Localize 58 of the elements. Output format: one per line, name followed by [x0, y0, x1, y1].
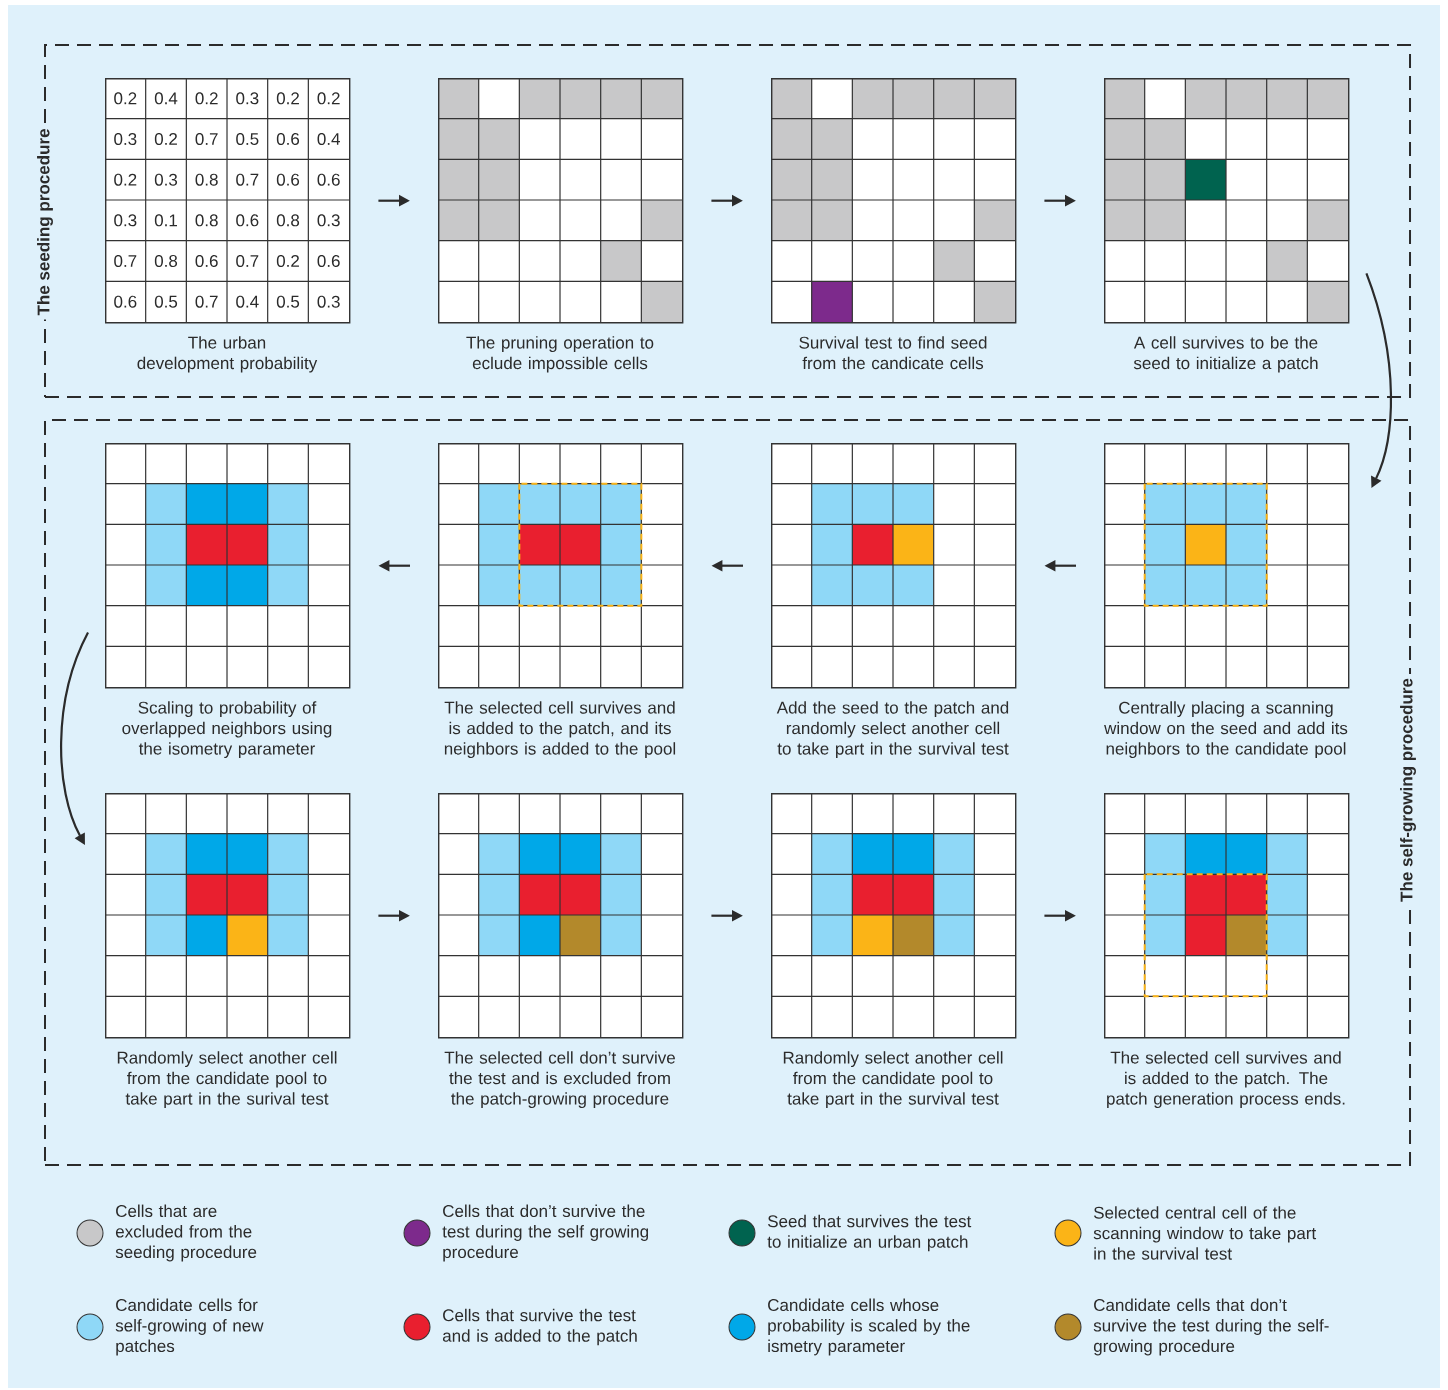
node-label: Survival test to find seed from the candicate cells — [799, 336, 987, 370]
cell-value: 0.8 — [276, 214, 300, 227]
cell-value: 0.4 — [154, 92, 178, 105]
cell-value: 0.4 — [236, 295, 259, 308]
node-label: The selected cell survives and is added to the patch, and its neighbors is added to the pool — [444, 701, 676, 759]
node-label: The selected cell don’t survive the test and is excluded from the patch-growing procedure — [444, 1051, 675, 1109]
cell-value: 0.6 — [276, 173, 300, 186]
node-label: The selected cell survives and is added to the patch. The patch generation process ends. — [1107, 1051, 1345, 1109]
cell-value: 0.3 — [236, 92, 259, 105]
legend-label: Selected central cell of the scanning window to take part in the survival test — [1093, 1206, 1317, 1260]
cell-value: 0.3 — [317, 295, 340, 308]
legend-label: Cells that don’t survive the test during the self growing procedure — [442, 1204, 648, 1262]
node-label: The urban development probability — [137, 336, 318, 373]
cell-value: 0.6 — [276, 132, 300, 145]
frame-title: The seeding procedure — [33, 124, 57, 320]
cell-value: 0.2 — [276, 254, 299, 267]
cell-value: 0.8 — [154, 254, 178, 267]
cell-value: 0.6 — [317, 254, 340, 267]
node-label: Add the seed to the patch and randomly select another cell to take part in the survival test — [776, 701, 1009, 759]
frame-title: The self-growing procedure — [1396, 674, 1420, 906]
legend-label: Seed that survives the test to initialize an urban patch — [767, 1214, 972, 1252]
legend-label: Candidate cells that don’t survive the test during the self-growing procedure — [1093, 1298, 1329, 1356]
node-label: A cell survives to be the seed to initialize a patch — [1133, 336, 1318, 373]
cell-value: 0.6 — [317, 173, 340, 186]
legend-label: Cells that are excluded from the seeding procedure — [115, 1204, 257, 1262]
cell-value: 0.2 — [317, 92, 340, 105]
legend-label: Candidate cells whose probability is scaled by the ismetry parameter — [768, 1298, 970, 1356]
node-label: Randomly select another cell from the candidate pool to take part in the surival test — [117, 1051, 337, 1109]
node-label: Scaling to probability of overlapped neighbors using the isometry parameter — [122, 701, 332, 759]
cell-value: 0.5 — [276, 295, 300, 308]
cell-value: 0.5 — [154, 295, 178, 308]
cell-value: 0.7 — [195, 295, 218, 308]
cell-value: 0.6 — [236, 214, 259, 227]
node-label: Centrally placing a scanning window on the seed and add its neighbors to the candidate pool — [1104, 701, 1348, 759]
cell-value: 0.7 — [195, 132, 218, 145]
node-label: The pruning operation to eclude impossible cells — [466, 336, 654, 373]
cell-value: 0.6 — [195, 254, 218, 267]
legend-label: Cells that survive the test and is added to the patch — [442, 1308, 637, 1346]
cell-value: 0.3 — [154, 173, 178, 186]
cell-value: 0.2 — [114, 173, 137, 186]
cell-value: 0.2 — [114, 92, 137, 105]
cell-value: 0.5 — [236, 132, 259, 145]
legend-label: Candidate cells for self-growing of new patches — [115, 1298, 264, 1356]
cell-value: 0.8 — [195, 214, 218, 227]
cell-value: 0.3 — [114, 214, 137, 227]
node-label: Randomly select another cell from the candidate pool to take part in the survival test — [783, 1051, 1003, 1109]
cell-value: 0.7 — [114, 254, 137, 267]
cell-value: 0.7 — [236, 254, 259, 267]
cell-value: 0.2 — [154, 132, 177, 145]
cell-value: 0.2 — [276, 92, 299, 105]
cell-value: 0.7 — [236, 173, 259, 186]
cell-value: 0.4 — [317, 132, 340, 145]
cell-value: 0.1 — [154, 214, 177, 227]
cell-value: 0.3 — [317, 214, 340, 227]
cell-value: 0.3 — [114, 132, 137, 145]
cell-value: 0.6 — [114, 295, 137, 308]
cell-value: 0.2 — [195, 92, 218, 105]
cell-value: 0.8 — [195, 173, 218, 186]
